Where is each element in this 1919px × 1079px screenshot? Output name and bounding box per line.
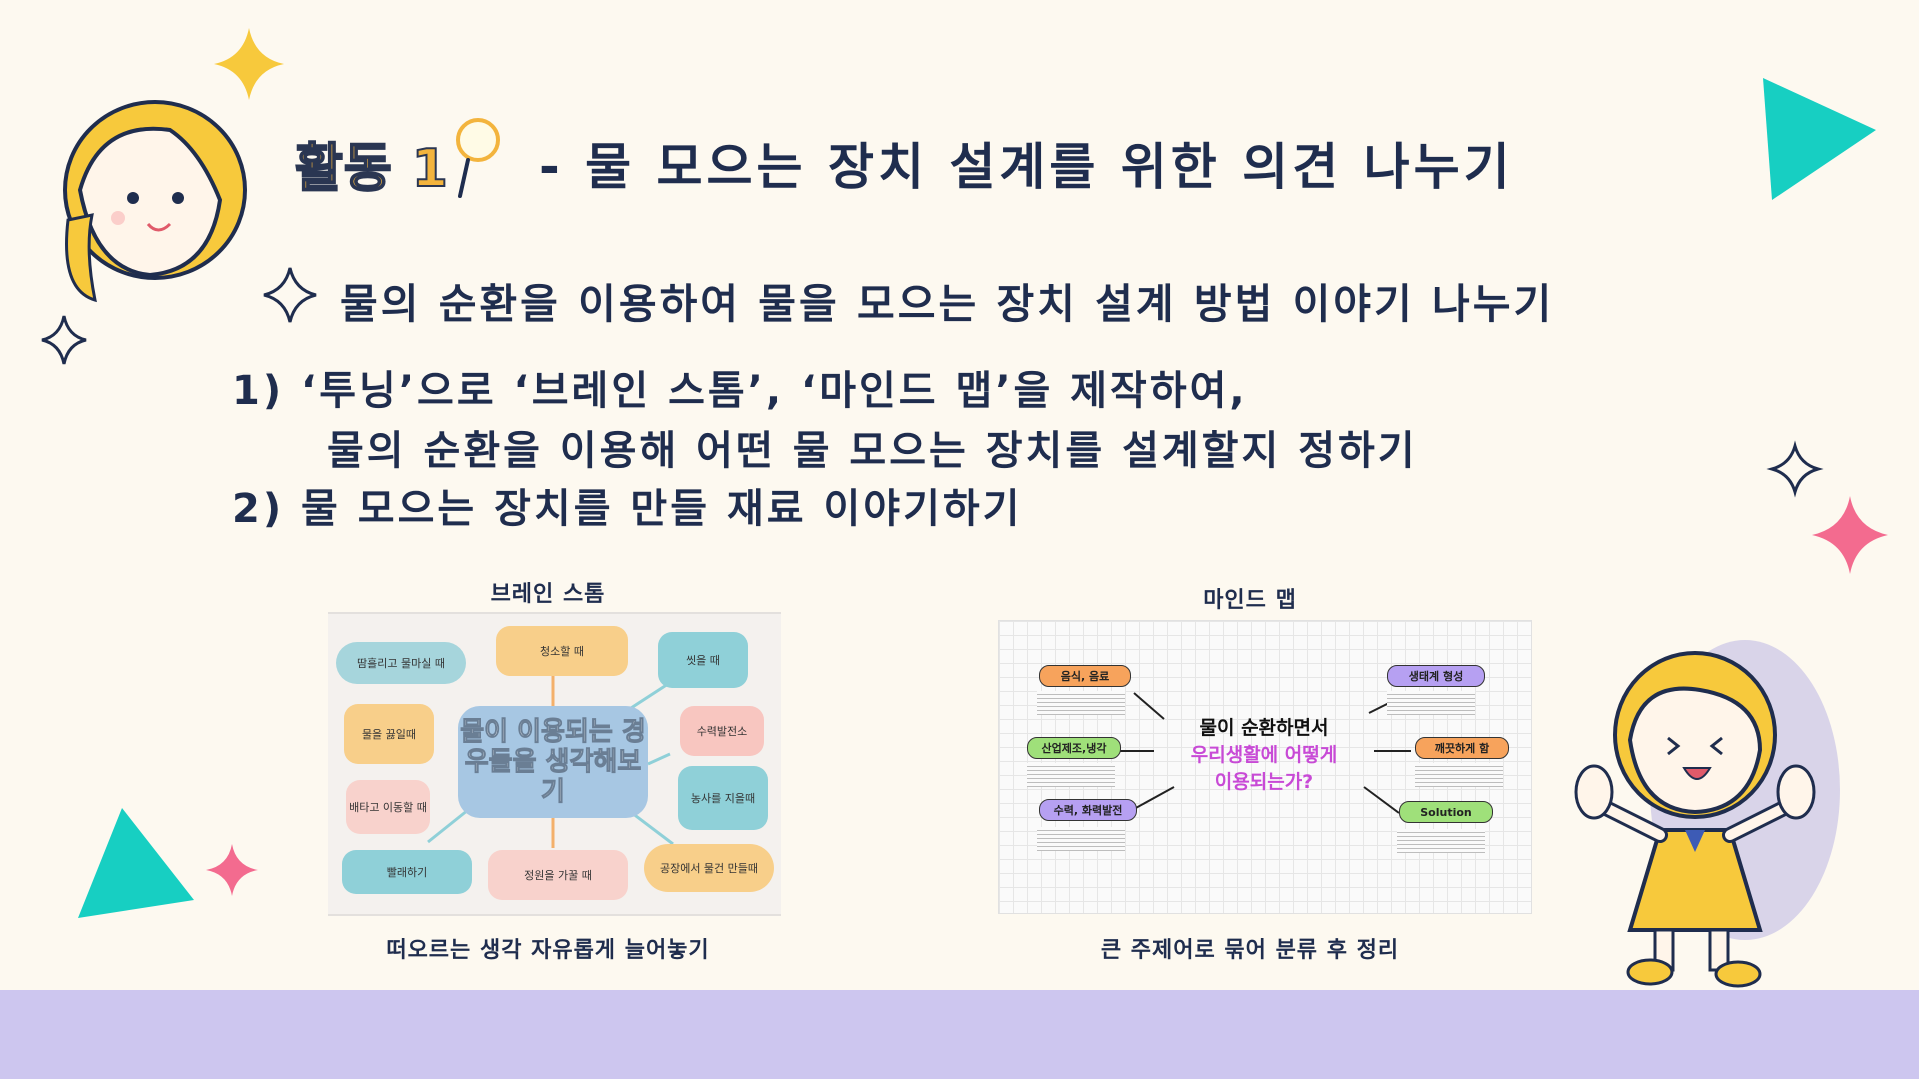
mindmap-title: 마인드 맵 (1203, 588, 1297, 613)
bs-item: 물을 끓일때 (344, 704, 434, 764)
mm-node-text (1397, 829, 1485, 853)
yellow-sparkle-icon (214, 28, 284, 100)
mm-node: 생태계 형성 (1387, 665, 1485, 687)
brainstorm-title: 브레인 스톰 (490, 582, 606, 607)
outline-sparkle-right-icon (1766, 440, 1824, 498)
brainstorm-caption: 떠오르는 생각 자유롭게 늘어놓기 (386, 938, 710, 963)
bs-item: 배타고 이동할 때 (346, 780, 430, 834)
bs-item: 정원을 가꿀 때 (488, 850, 628, 900)
teal-triangle-bottom-icon (78, 808, 194, 918)
bs-item: 땀흘리고 물마실 때 (336, 642, 466, 684)
step-1-line-2: 물의 순환을 이용해 어떤 물 모으는 장치를 설계할지 정하기 (327, 428, 1418, 474)
title-row: 활동 1 - 물 모으는 장치 설계를 위한 의견 나누기 (294, 118, 1514, 208)
bs-center: 물이 이용되는 경우들을 생각해보기 (458, 706, 648, 818)
step-1-line-1: 1) ‘투닝’으로 ‘브레인 스톰’, ‘마인드 맵’을 제작하여, (232, 368, 1248, 414)
bs-item: 씻을 때 (658, 632, 748, 688)
mm-node-text (1037, 691, 1125, 715)
footer-band (0, 990, 1919, 1079)
bs-item: 농사를 지을때 (678, 766, 768, 830)
activity-badge: 활동 1 (294, 138, 449, 200)
mm-center-line-1: 물이 순환하면서 (1199, 717, 1329, 739)
step-2-line-1: 2) 물 모으는 장치를 만들 재료 이야기하기 (232, 486, 1023, 532)
bs-item: 공장에서 물건 만들때 (644, 844, 774, 892)
outline-sparkle-icon (41, 315, 87, 365)
subtitle: 물의 순환을 이용하여 물을 모으는 장치 설계 방법 이야기 나누기 (340, 280, 1555, 328)
brainstorm-image: 땀흘리고 물마실 때 청소할 때 씻을 때 물을 끓일때 수력발전소 배타고 이… (328, 612, 781, 916)
mm-node: 수력, 화력발전 (1039, 799, 1137, 821)
mm-node: Solution (1399, 801, 1493, 823)
mm-node-text (1387, 691, 1475, 715)
mm-node-text (1037, 827, 1125, 851)
mindmap-caption: 큰 주제어로 묶어 분류 후 정리 (1100, 938, 1400, 963)
teal-triangle-icon (1763, 78, 1876, 200)
mm-node-text (1027, 763, 1115, 787)
mm-node: 깨끗하게 함 (1415, 737, 1509, 759)
mm-node: 산업제조,냉각 (1027, 737, 1121, 759)
subtitle-sparkle-icon (263, 267, 317, 323)
mm-center-line-2: 우리생활에 어떻게 (1190, 744, 1338, 766)
bs-item: 청소할 때 (496, 626, 628, 676)
girl-face-illustration (63, 100, 247, 303)
pink-sparkle-bottom-icon (206, 844, 258, 896)
magnifier-icon (456, 118, 500, 198)
mm-node: 음식, 음료 (1039, 665, 1131, 687)
mindmap-image: 음식, 음료 생태계 형성 산업제조,냉각 깨끗하게 함 수력, 화력발전 So… (998, 620, 1532, 914)
pink-sparkle-icon (1812, 496, 1888, 574)
mm-node-text (1415, 763, 1503, 787)
page-title: - 물 모으는 장치 설계를 위한 의견 나누기 (538, 138, 1514, 196)
mm-center: 물이 순환하면서 우리생활에 어떻게 이용되는가? (1159, 713, 1369, 794)
bs-item: 빨래하기 (342, 850, 472, 894)
mm-center-line-3: 이용되는가? (1214, 771, 1314, 793)
bs-item: 수력발전소 (680, 706, 764, 756)
girl-figure-illustration (1574, 640, 1840, 988)
